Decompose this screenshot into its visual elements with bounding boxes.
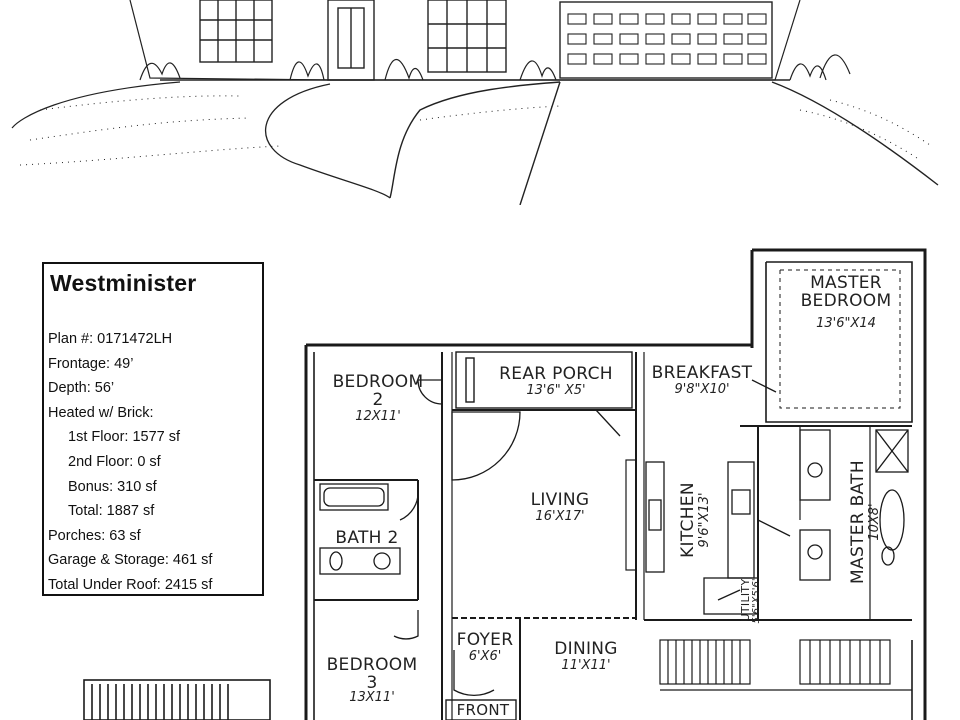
- kitchen-counters: [645, 461, 759, 615]
- room-bedroom-2: BEDROOM 2 12X11': [326, 372, 430, 424]
- floor-plan-drawing: [83, 248, 927, 720]
- dining-label: DINING: [554, 639, 618, 659]
- utility-label: UTILITY: [739, 578, 752, 622]
- info-total: Total: 1887 sf: [68, 503, 155, 520]
- info-garage-storage: Garage & Storage: 461 sf: [48, 552, 213, 569]
- breakfast-label: BREAKFAST: [651, 363, 753, 383]
- elevation-left-window: [199, 0, 273, 63]
- utility-dims: 5'6"X5'6": [750, 576, 762, 624]
- house-elevation-sketch: [11, 0, 939, 205]
- rear-porch-label: REAR PORCH: [499, 364, 613, 384]
- room-master-bath: MASTER BATH 10X8': [848, 452, 890, 592]
- elevation-landscape: [19, 95, 931, 166]
- master-bedroom-label-1: MASTER: [810, 273, 882, 293]
- bedroom-3-number: 3: [366, 672, 378, 693]
- room-breakfast: BREAKFAST 9'8"X10': [640, 363, 764, 397]
- rear-porch-outline: [455, 351, 633, 409]
- bedroom-2-dims: 12X11': [355, 408, 401, 424]
- kitchen-dims: 9'6"X13': [696, 492, 712, 548]
- info-total-under-roof: Total Under Roof: 2415 sf: [48, 576, 213, 593]
- bedroom-3-dims: 13X11': [349, 689, 395, 705]
- master-bedroom-walls: [750, 248, 927, 640]
- elevation-shrubs: [139, 54, 851, 81]
- room-bedroom-3: BEDROOM 3 13X11': [322, 655, 422, 705]
- info-first-floor: 1st Floor: 1577 sf: [68, 429, 181, 446]
- room-bath-2: BATH 2: [322, 528, 412, 548]
- bonus-stair-sketch: [83, 679, 271, 720]
- bedroom-2-number: 2: [372, 389, 384, 410]
- room-living: LIVING 16'X17': [510, 490, 610, 524]
- room-rear-porch: REAR PORCH 13'6" X5': [476, 364, 636, 398]
- info-second-floor: 2nd Floor: 0 sf: [68, 453, 161, 470]
- foyer-dims: 6'X6': [468, 648, 502, 664]
- master-bath-dims: 10X8': [866, 503, 882, 541]
- room-dining: DINING 11'X11': [540, 639, 632, 673]
- living-fireplace: [625, 459, 637, 571]
- info-depth: Depth: 56’: [48, 380, 115, 397]
- info-plan-number: Plan #: 0171472LH: [48, 331, 173, 347]
- kitchen-label: KITCHEN: [678, 482, 698, 558]
- room-master-bedroom: MASTER BEDROOM 13'6"X14: [782, 273, 910, 331]
- plan-name: Westminister: [50, 270, 197, 296]
- master-bedroom-label-2: BEDROOM: [800, 290, 892, 311]
- breakfast-dims: 9'8"X10': [674, 381, 730, 397]
- room-front-porch: FRONT: [450, 701, 516, 719]
- bedroom-3-label: BEDROOM: [326, 655, 418, 675]
- exterior-walls: [304, 343, 927, 720]
- master-bath-fixtures: [799, 429, 909, 581]
- plan-info-box: Westminister Plan #: 0171472LH Frontage:…: [42, 262, 264, 596]
- bedroom-2-label: BEDROOM: [332, 372, 424, 392]
- info-heated-heading: Heated w/ Brick:: [48, 404, 154, 421]
- info-porches: Porches: 63 sf: [48, 527, 141, 544]
- bath-2-fixtures: [319, 483, 401, 575]
- room-foyer: FOYER 6'X6': [450, 630, 520, 664]
- master-bath-label: MASTER BATH: [848, 460, 868, 584]
- info-bonus: Bonus: 310 sf: [68, 478, 157, 495]
- door-swings: [393, 379, 791, 697]
- front-porch-label: FRONT: [456, 701, 510, 719]
- stairs: [659, 639, 912, 691]
- bath-2-label: BATH 2: [335, 528, 399, 548]
- elevation-front-door: [327, 0, 375, 81]
- front-porch: [445, 699, 517, 720]
- living-dims: 16'X17': [535, 508, 585, 524]
- info-frontage: Frontage: 49’: [48, 355, 134, 372]
- elevation-center-window: [427, 0, 507, 73]
- room-kitchen: KITCHEN 9'6"X13': [678, 460, 720, 580]
- master-bedroom-dims: 13'6"X14: [816, 315, 876, 331]
- dining-dims: 11'X11': [561, 657, 611, 673]
- room-utility: UTILITY 5'6"X5'6": [739, 555, 770, 645]
- rear-porch-dims: 13'6" X5': [526, 382, 586, 398]
- living-label: LIVING: [530, 490, 590, 510]
- foyer-label: FOYER: [456, 630, 514, 650]
- elevation-garage-door: [559, 1, 773, 79]
